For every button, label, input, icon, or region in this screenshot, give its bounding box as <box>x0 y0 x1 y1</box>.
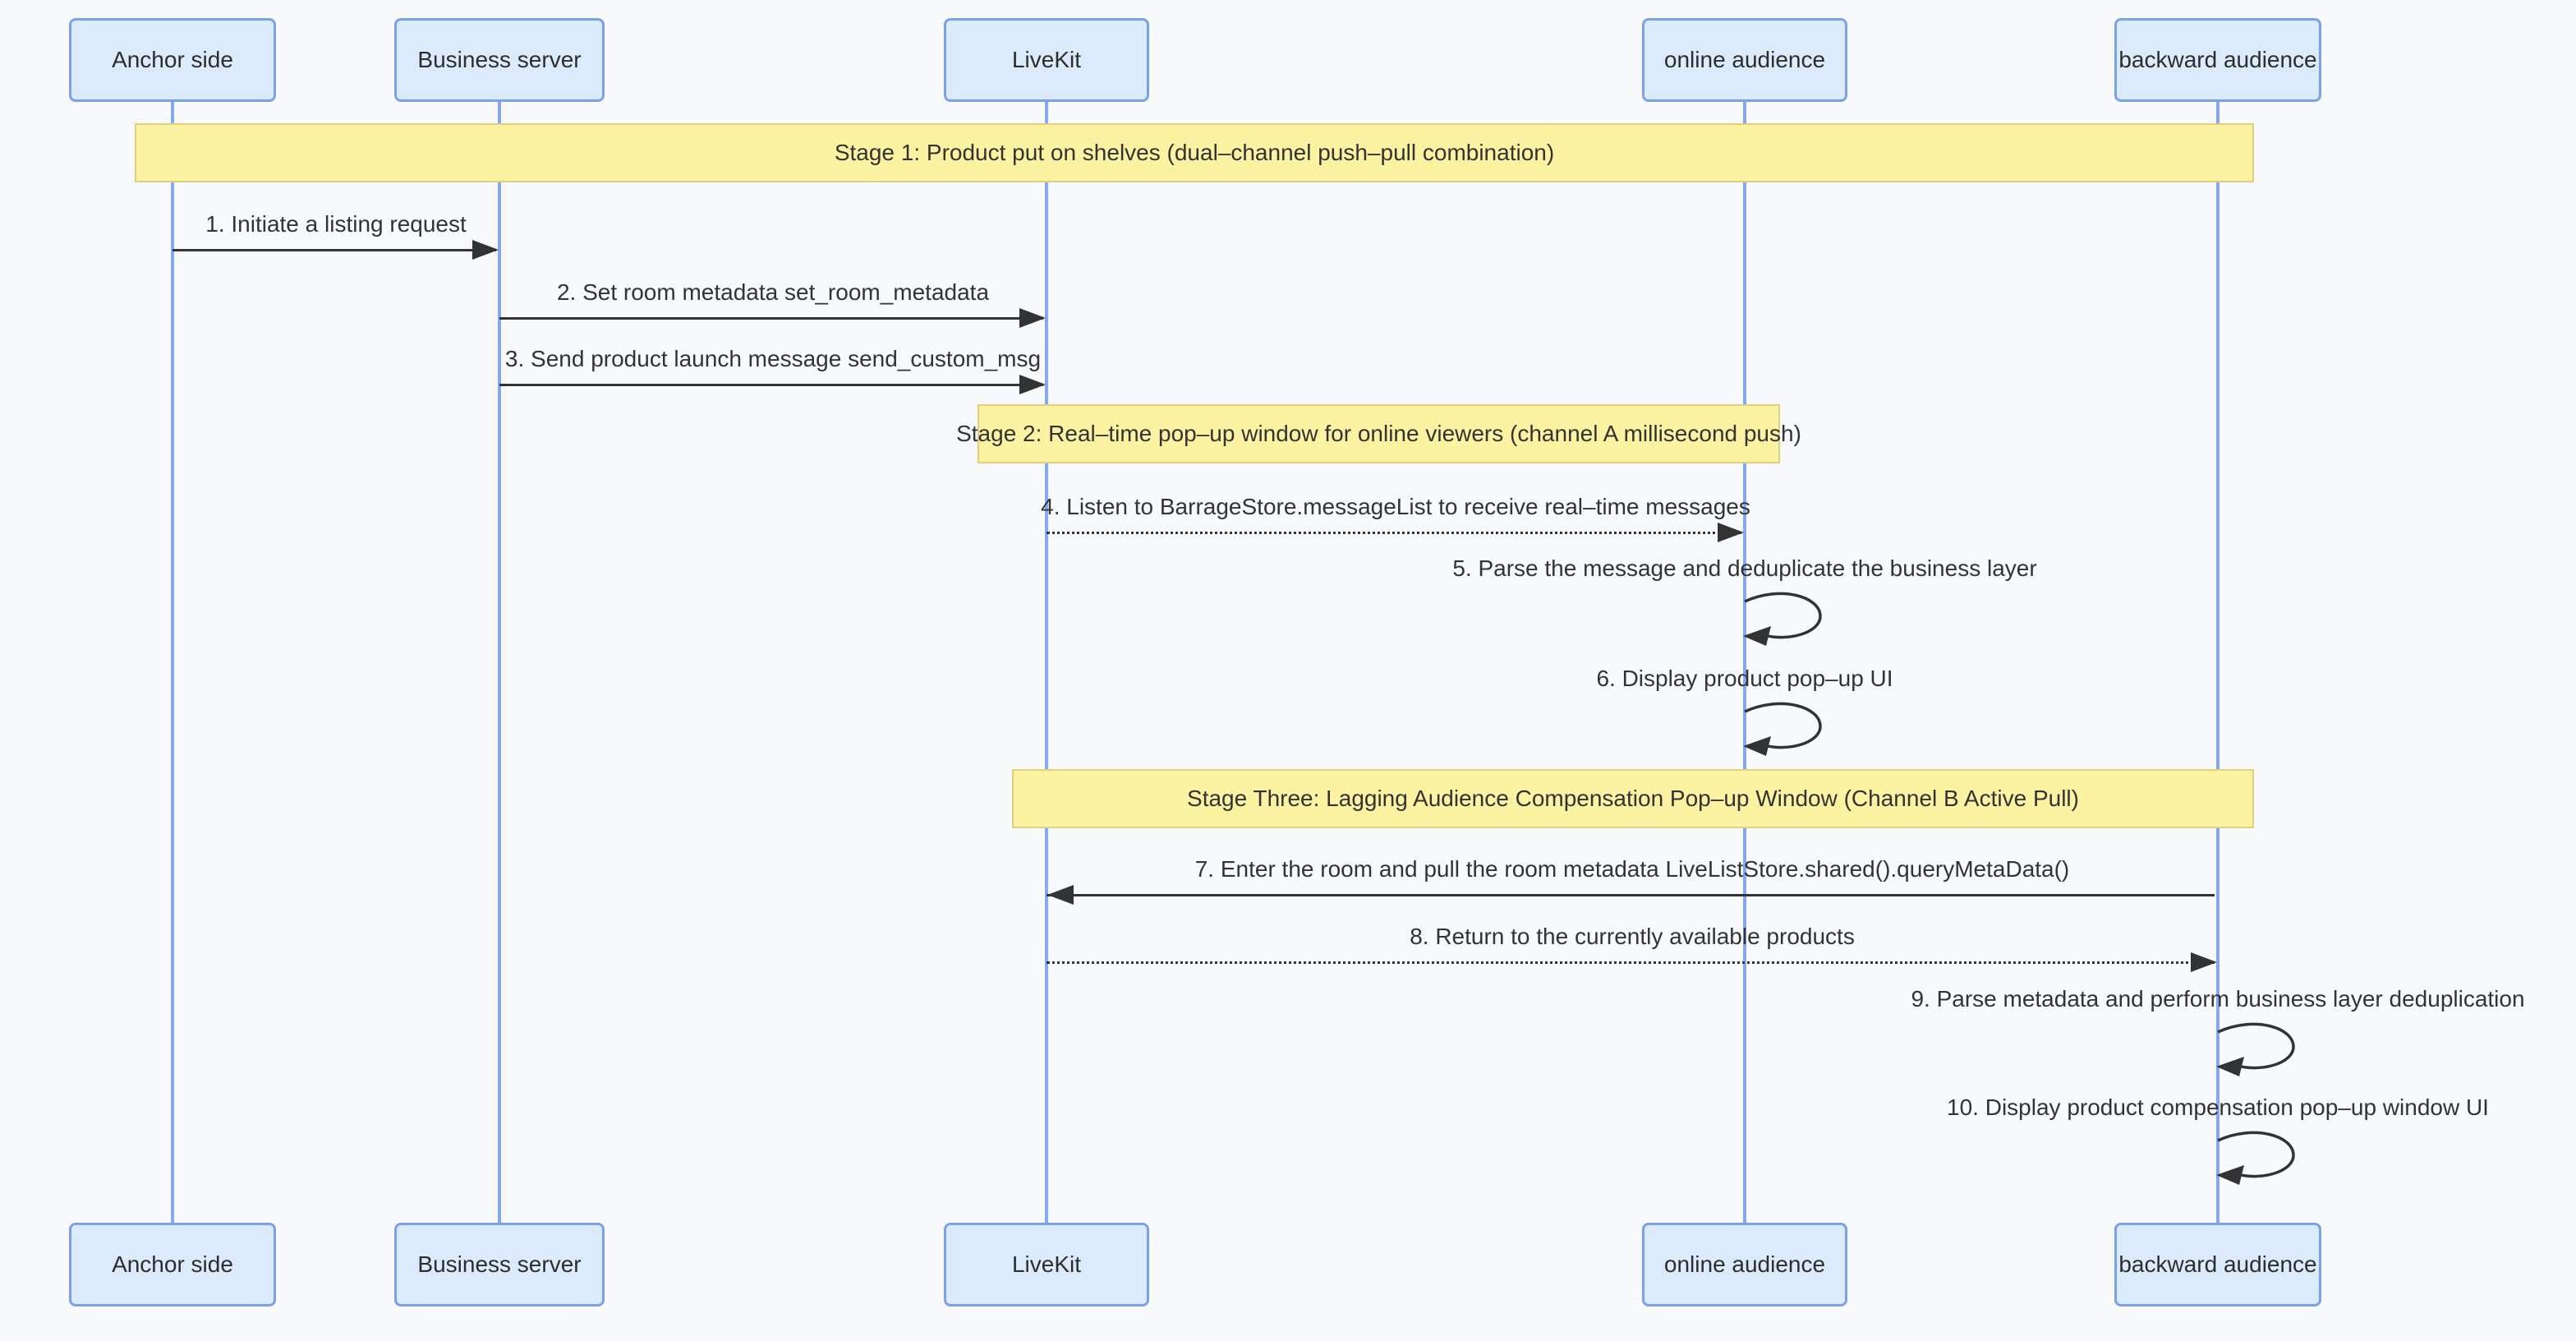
participant-box-backward-bottom: backward audience <box>2114 1223 2321 1306</box>
message-label-9: 9. Parse metadata and perform business l… <box>1911 986 2525 1012</box>
self-loop-arrow-6 <box>1740 700 1838 759</box>
self-loop-arrow-9 <box>2213 1021 2312 1080</box>
participant-box-online-top: online audience <box>1642 18 1847 102</box>
participant-box-livekit-top: LiveKit <box>944 18 1149 102</box>
stage-banner-1-label: Stage 1: Product put on shelves (dual–ch… <box>834 140 1555 165</box>
arrowhead-right-icon-3 <box>1019 375 1046 394</box>
message-arrow-1 <box>172 249 496 251</box>
message-label-7: 7. Enter the room and pull the room meta… <box>1194 856 2070 882</box>
participant-box-livekit-bottom: LiveKit <box>944 1223 1149 1306</box>
stage-banner-1: Stage 1: Product put on shelves (dual–ch… <box>135 123 2254 182</box>
participant-box-online-bottom: online audience <box>1642 1223 1847 1306</box>
message-arrow-8 <box>1046 961 2215 964</box>
participant-box-anchor-bottom: Anchor side <box>69 1223 276 1306</box>
message-label-5: 5. Parse the message and deduplicate the… <box>1452 555 2037 581</box>
stage-banner-2-label: Stage 2: Real–time pop–up window for onl… <box>956 421 1801 446</box>
message-arrow-2 <box>499 317 1043 320</box>
message-arrow-3 <box>499 384 1043 386</box>
message-label-1: 1. Initiate a listing request <box>205 211 467 237</box>
arrowhead-right-icon-2 <box>1019 308 1046 328</box>
message-label-3: 3. Send product launch message send_cust… <box>504 346 1042 371</box>
lifeline-online <box>1743 102 1746 1223</box>
stage-banner-3: Stage Three: Lagging Audience Compensati… <box>1012 769 2254 828</box>
stage-banner-3-label: Stage Three: Lagging Audience Compensati… <box>1187 786 2079 811</box>
message-label-8: 8. Return to the currently available pro… <box>1410 924 1855 949</box>
self-loop-arrow-10 <box>2213 1129 2312 1188</box>
message-label-10: 10. Display product compensation pop–up … <box>1947 1094 2489 1120</box>
participant-box-anchor-top: Anchor side <box>69 18 276 102</box>
participant-box-business-bottom: Business server <box>394 1223 605 1306</box>
message-arrow-7 <box>1046 894 2215 896</box>
lifeline-anchor <box>171 102 174 1223</box>
lifeline-backward <box>2216 102 2220 1223</box>
lifeline-livekit <box>1045 102 1048 1223</box>
message-arrow-4 <box>1046 532 1741 534</box>
message-label-4: 4. Listen to BarrageStore.messageList to… <box>1041 494 1750 519</box>
participant-box-backward-top: backward audience <box>2114 18 2321 102</box>
arrowhead-right-icon-1 <box>472 240 499 260</box>
self-loop-arrow-5 <box>1740 590 1838 649</box>
participant-box-business-top: Business server <box>394 18 605 102</box>
message-label-6: 6. Display product pop–up UI <box>1596 666 1893 691</box>
lifeline-business <box>498 102 501 1223</box>
arrowhead-left-icon-7 <box>1047 885 1074 905</box>
arrowhead-right-icon-4 <box>1718 523 1744 542</box>
arrowhead-right-icon-8 <box>2191 952 2217 972</box>
message-label-2: 2. Set room metadata set_room_metadata <box>556 279 990 305</box>
stage-banner-2: Stage 2: Real–time pop–up window for onl… <box>956 404 1801 463</box>
